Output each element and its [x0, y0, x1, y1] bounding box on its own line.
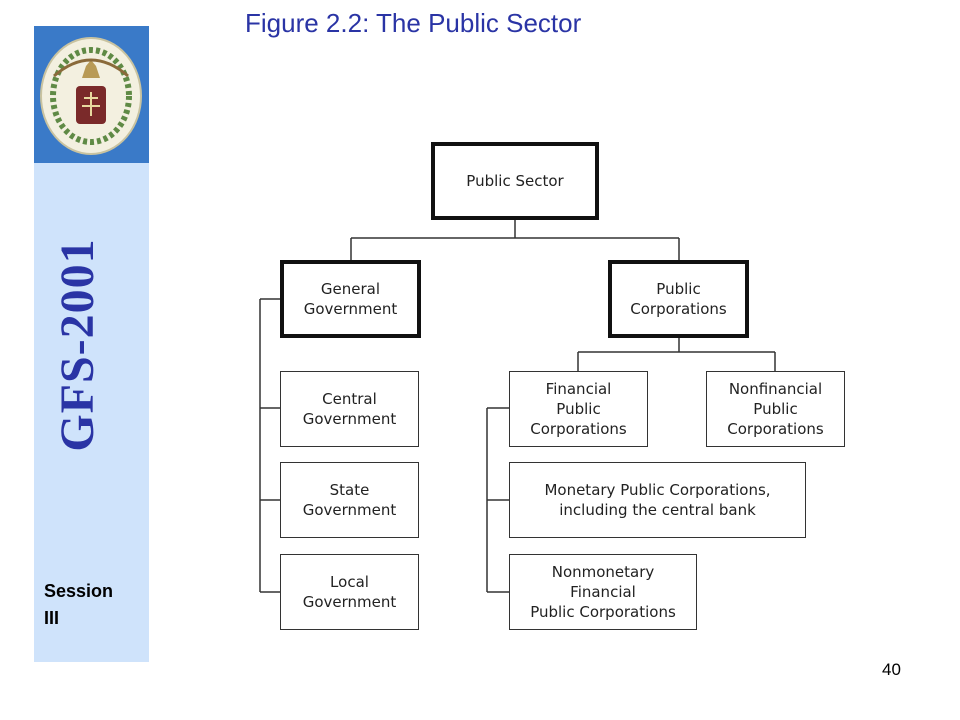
- node-public-sector: Public Sector: [431, 142, 599, 220]
- node-local-government: Local Government: [280, 554, 419, 630]
- node-monetary-public-corporations: Monetary Public Corporations, including …: [509, 462, 806, 538]
- node-central-government: Central Government: [280, 371, 419, 447]
- node-public-corporations: Public Corporations: [608, 260, 749, 338]
- figure-title: Figure 2.2: The Public Sector: [245, 8, 582, 38]
- node-nonmonetary-financial-public-corporations: Nonmonetary Financial Public Corporation…: [509, 554, 697, 630]
- node-nonfinancial-public-corporations: Nonfinancial Public Corporations: [706, 371, 845, 447]
- node-financial-public-corporations: Financial Public Corporations: [509, 371, 648, 447]
- session-label: Session III: [44, 581, 114, 628]
- node-state-government: State Government: [280, 462, 419, 538]
- node-general-government: General Government: [280, 260, 421, 338]
- page-number: 40: [882, 660, 901, 679]
- emblem-logo: [34, 26, 149, 163]
